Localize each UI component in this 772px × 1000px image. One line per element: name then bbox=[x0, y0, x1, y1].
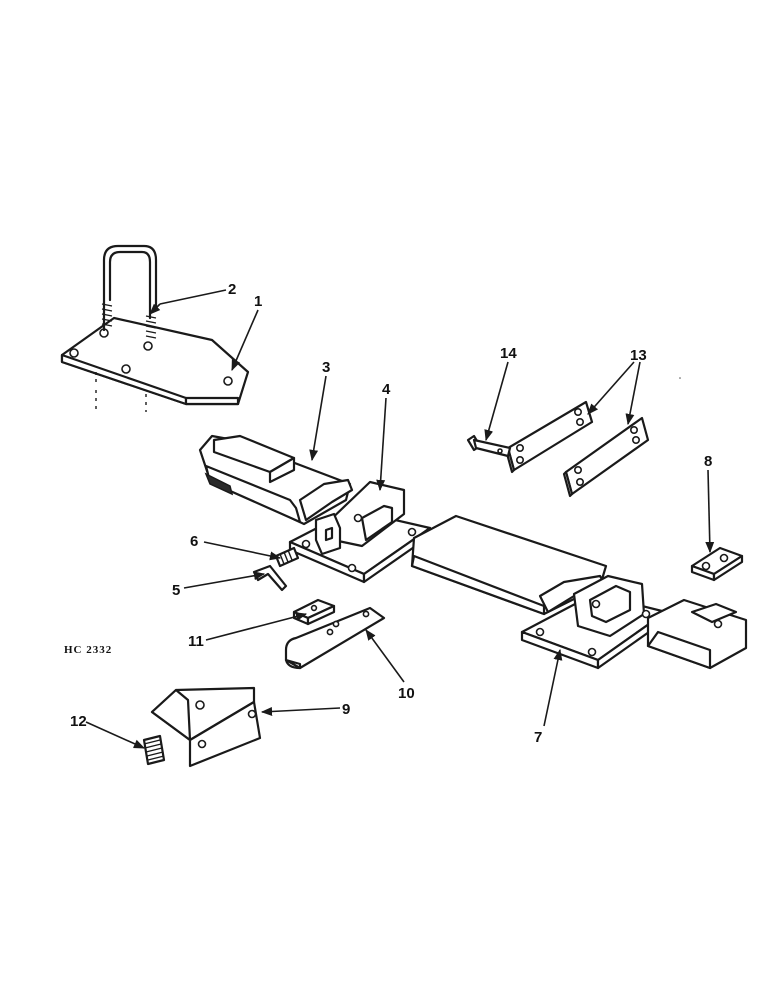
part-6-spring bbox=[274, 546, 300, 568]
part-8-clip-plate bbox=[690, 546, 744, 582]
part-7-tube-assembly bbox=[410, 514, 748, 670]
callout-6: 6 bbox=[190, 533, 198, 550]
leader-1 bbox=[231, 309, 259, 372]
callout-9: 9 bbox=[342, 701, 350, 718]
part-5-l-pin bbox=[252, 564, 288, 592]
part-4-bracket-housing bbox=[288, 480, 432, 584]
leader-8 bbox=[705, 469, 715, 554]
leader-13a bbox=[587, 361, 635, 415]
callout-2: 2 bbox=[228, 281, 236, 298]
leader-5 bbox=[183, 571, 266, 589]
callout-11: 11 bbox=[188, 633, 204, 650]
leader-12 bbox=[85, 721, 146, 749]
callout-10: 10 bbox=[398, 685, 415, 702]
part-10-flat-arm bbox=[284, 606, 386, 670]
part-3-channel-arm bbox=[198, 434, 354, 526]
part-13-plate-pair bbox=[504, 400, 650, 498]
leader-9 bbox=[260, 707, 341, 716]
leader-lines bbox=[85, 289, 715, 749]
part-11-block bbox=[292, 598, 336, 626]
part-12-spring bbox=[142, 734, 166, 766]
callout-8: 8 bbox=[704, 453, 712, 470]
part-14-pin bbox=[466, 434, 512, 458]
callout-labels: 1 2 3 4 5 6 7 8 9 10 11 12 13 14 bbox=[70, 281, 712, 746]
leader-3 bbox=[309, 375, 327, 462]
leader-10 bbox=[365, 629, 405, 683]
callout-12: 12 bbox=[70, 713, 87, 730]
leader-14 bbox=[484, 361, 509, 442]
callout-5: 5 bbox=[172, 582, 180, 599]
scan-speck bbox=[679, 377, 681, 379]
callout-4: 4 bbox=[382, 381, 391, 398]
leader-13b bbox=[625, 361, 641, 426]
callout-13: 13 bbox=[630, 347, 647, 364]
leader-11 bbox=[205, 612, 308, 641]
part-9-angle-bracket bbox=[150, 686, 262, 768]
leader-2 bbox=[150, 289, 227, 314]
leader-4 bbox=[376, 397, 387, 492]
drawing-reference-code: HC 2332 bbox=[64, 644, 112, 656]
leader-6 bbox=[203, 541, 282, 561]
u-bolt-thread-left bbox=[101, 303, 113, 327]
callout-7: 7 bbox=[534, 729, 542, 746]
callout-1: 1 bbox=[254, 293, 262, 310]
callout-14: 14 bbox=[500, 345, 517, 362]
leader-7 bbox=[543, 648, 563, 727]
callout-3: 3 bbox=[322, 359, 330, 376]
